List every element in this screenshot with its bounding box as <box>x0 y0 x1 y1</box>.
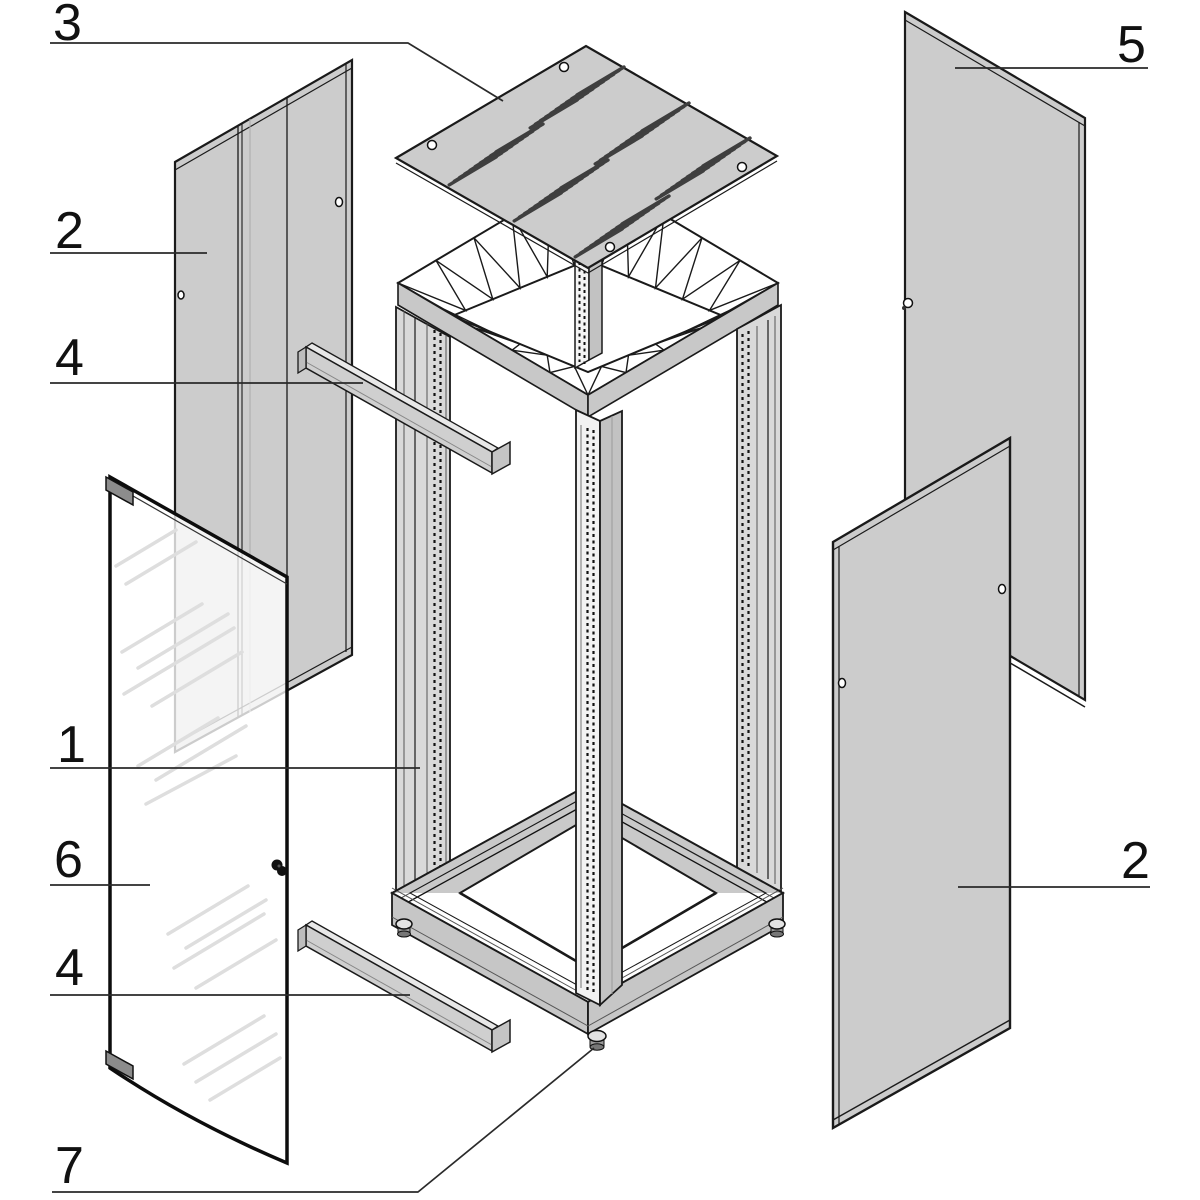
corner-post-left <box>395 305 451 893</box>
leveling-foot-front <box>587 1029 607 1051</box>
callout-4-upper-label: 4 <box>55 329 84 387</box>
glass-reflection-streaks <box>114 528 282 1102</box>
panel-screw <box>902 297 914 309</box>
glass-door-pane <box>108 474 289 1166</box>
rear-corner-post <box>574 249 603 370</box>
cover-screw-hole <box>558 61 570 73</box>
leveling-foot-right <box>768 918 786 938</box>
corner-post-right <box>736 303 782 894</box>
panel-screw-hole <box>997 583 1007 595</box>
callout-7-label: 7 <box>55 1137 84 1195</box>
callout-3-label: 3 <box>53 0 82 52</box>
callout-2-right-label: 2 <box>1121 832 1150 890</box>
top-frame-front-right-face <box>587 281 779 419</box>
leveling-foot-left <box>395 918 413 938</box>
corner-post-front <box>575 408 623 1008</box>
top-cover-face <box>393 44 780 270</box>
top-frame <box>396 168 780 419</box>
base-frame <box>389 783 786 1036</box>
callout-leaders <box>50 42 1150 1193</box>
callout-1-label: 1 <box>57 716 86 774</box>
callout-7-leader <box>52 1047 595 1193</box>
callout-4-lower-label: 4 <box>55 939 84 997</box>
vented-top-cover <box>393 44 780 274</box>
callout-5-label: 5 <box>1117 16 1146 74</box>
panel-screw-hole <box>334 196 344 208</box>
cover-screw-hole <box>736 161 748 173</box>
right-side-panel <box>831 435 1012 1131</box>
panel-screw-hole <box>177 290 185 300</box>
callout-2-left-label: 2 <box>55 202 84 260</box>
door-lock-knob <box>271 859 287 876</box>
callout-labels: 3 2 4 1 6 4 7 5 2 <box>53 0 1150 1195</box>
cover-screw-hole <box>604 241 616 253</box>
right-side-panel-face <box>831 435 1012 1131</box>
door-hinge-clip-bottom <box>105 1049 134 1081</box>
rack-frame <box>389 168 786 1051</box>
callout-6-label: 6 <box>54 831 83 889</box>
panel-screw-tip <box>902 306 906 310</box>
glass-front-door <box>105 474 289 1166</box>
cover-screw-hole <box>426 139 438 151</box>
door-hinge-clip-top <box>105 475 134 507</box>
callout-3-leader <box>50 42 504 102</box>
panel-screw-hole <box>837 677 847 689</box>
